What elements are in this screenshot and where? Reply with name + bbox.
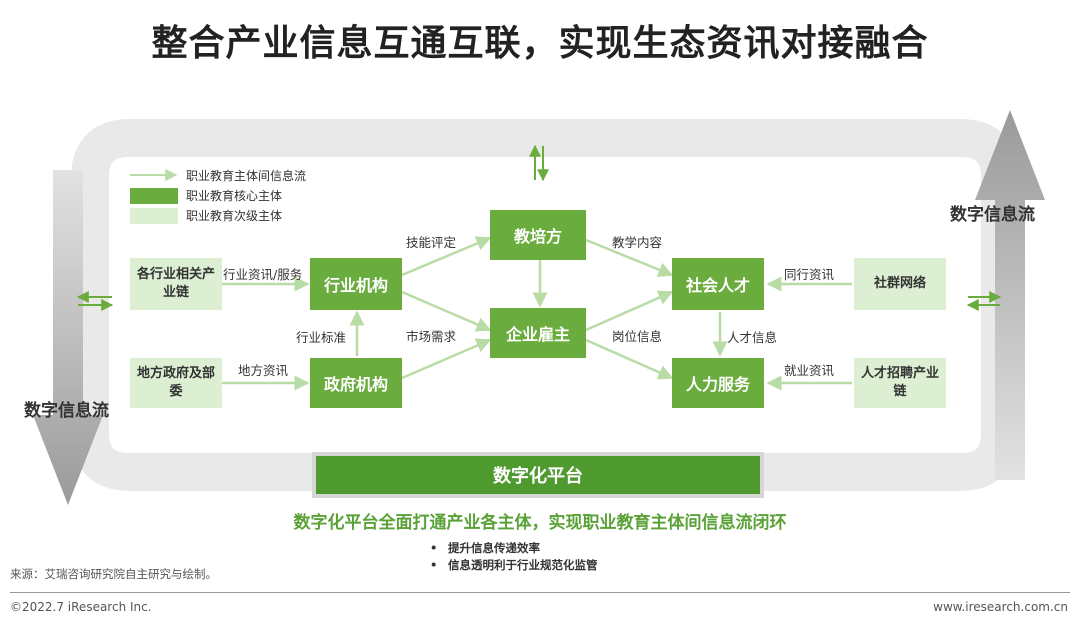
label-employment-info: 就业资讯 xyxy=(784,363,835,378)
copyright: ©2022.7 iResearch Inc. xyxy=(10,600,152,614)
digital-platform-bar: 数字化平台 xyxy=(312,452,764,498)
label-teaching-content: 教学内容 xyxy=(612,235,663,250)
node-recruitment: 人才招聘产业链 xyxy=(854,358,946,408)
edge-hangye-to-qiye xyxy=(401,290,492,332)
source-note: 来源：艾瑞咨询研究院自主研究与绘制。 xyxy=(10,567,217,581)
label-local-info: 地方资讯 xyxy=(238,363,289,378)
label-position-info: 岗位信息 xyxy=(612,329,663,344)
bullet-list: •提升信息传递效率 •信息透明利于行业规范化监管 xyxy=(430,540,598,574)
bullet-dot: • xyxy=(430,558,438,572)
label-market-demand: 市场需求 xyxy=(406,329,457,344)
big-arrow-left xyxy=(33,170,103,505)
node-renli-fuwu: 人力服务 xyxy=(672,358,764,408)
legend-flow-label: 职业教育主体间信息流 xyxy=(186,169,307,183)
edge-hangye-to-jiaopeifang xyxy=(401,236,492,277)
bullet-dot: • xyxy=(430,541,438,555)
legend-core: 职业教育核心主体 xyxy=(130,187,282,204)
subtitle: 数字化平台全面打通产业各主体，实现职业教育主体间信息流闭环 xyxy=(293,513,787,533)
node-hangye-jigou: 行业机构 xyxy=(310,258,402,310)
edge-qiye-to-renli xyxy=(585,338,674,380)
node-zhengfu-jigou: 政府机构 xyxy=(310,358,402,408)
double-arrow-left xyxy=(76,291,114,311)
digital-flow-label-right: 数字信息流 xyxy=(950,205,1035,225)
edge-jiaopeifang-to-shehui xyxy=(585,238,674,277)
node-local-gov: 地方政府及部委 xyxy=(130,358,222,408)
legend-secondary-label: 职业教育次级主体 xyxy=(186,209,283,223)
label-industry-info: 行业资讯/服务 xyxy=(223,267,303,282)
label-peer-info: 同行资讯 xyxy=(784,267,835,282)
website-link[interactable]: www.iresearch.com.cn xyxy=(933,600,1068,614)
node-community: 社群网络 xyxy=(854,258,946,310)
digital-flow-label-left: 数字信息流 xyxy=(24,401,109,421)
edge-zhengfu-to-qiye xyxy=(401,338,492,380)
node-industry-chain: 各行业相关产业链 xyxy=(130,258,222,310)
bullet-item: •信息透明利于行业规范化监管 xyxy=(430,558,598,572)
legend-flow: 职业教育主体间信息流 xyxy=(130,167,306,184)
big-arrow-right xyxy=(975,110,1045,480)
node-shehui-rencai: 社会人才 xyxy=(672,258,764,310)
label-industry-standard: 行业标准 xyxy=(296,330,347,345)
bullet-item: •提升信息传递效率 xyxy=(430,541,540,555)
label-talent-info: 人才信息 xyxy=(727,330,778,345)
label-skill-eval: 技能评定 xyxy=(406,235,457,250)
node-jiaopeifang: 教培方 xyxy=(490,210,586,260)
double-arrow-top xyxy=(529,144,549,182)
footer-divider xyxy=(10,592,1070,593)
edge-qiye-to-shehui xyxy=(585,290,674,332)
page-title: 整合产业信息互通互联，实现生态资讯对接融合 xyxy=(151,23,929,64)
legend-core-label: 职业教育核心主体 xyxy=(186,189,283,203)
node-qiye-guzhu: 企业雇主 xyxy=(490,308,586,358)
legend-secondary: 职业教育次级主体 xyxy=(130,207,282,224)
legend-secondary-swatch xyxy=(130,207,178,224)
double-arrow-right xyxy=(966,291,1002,311)
legend-core-swatch xyxy=(130,187,178,204)
